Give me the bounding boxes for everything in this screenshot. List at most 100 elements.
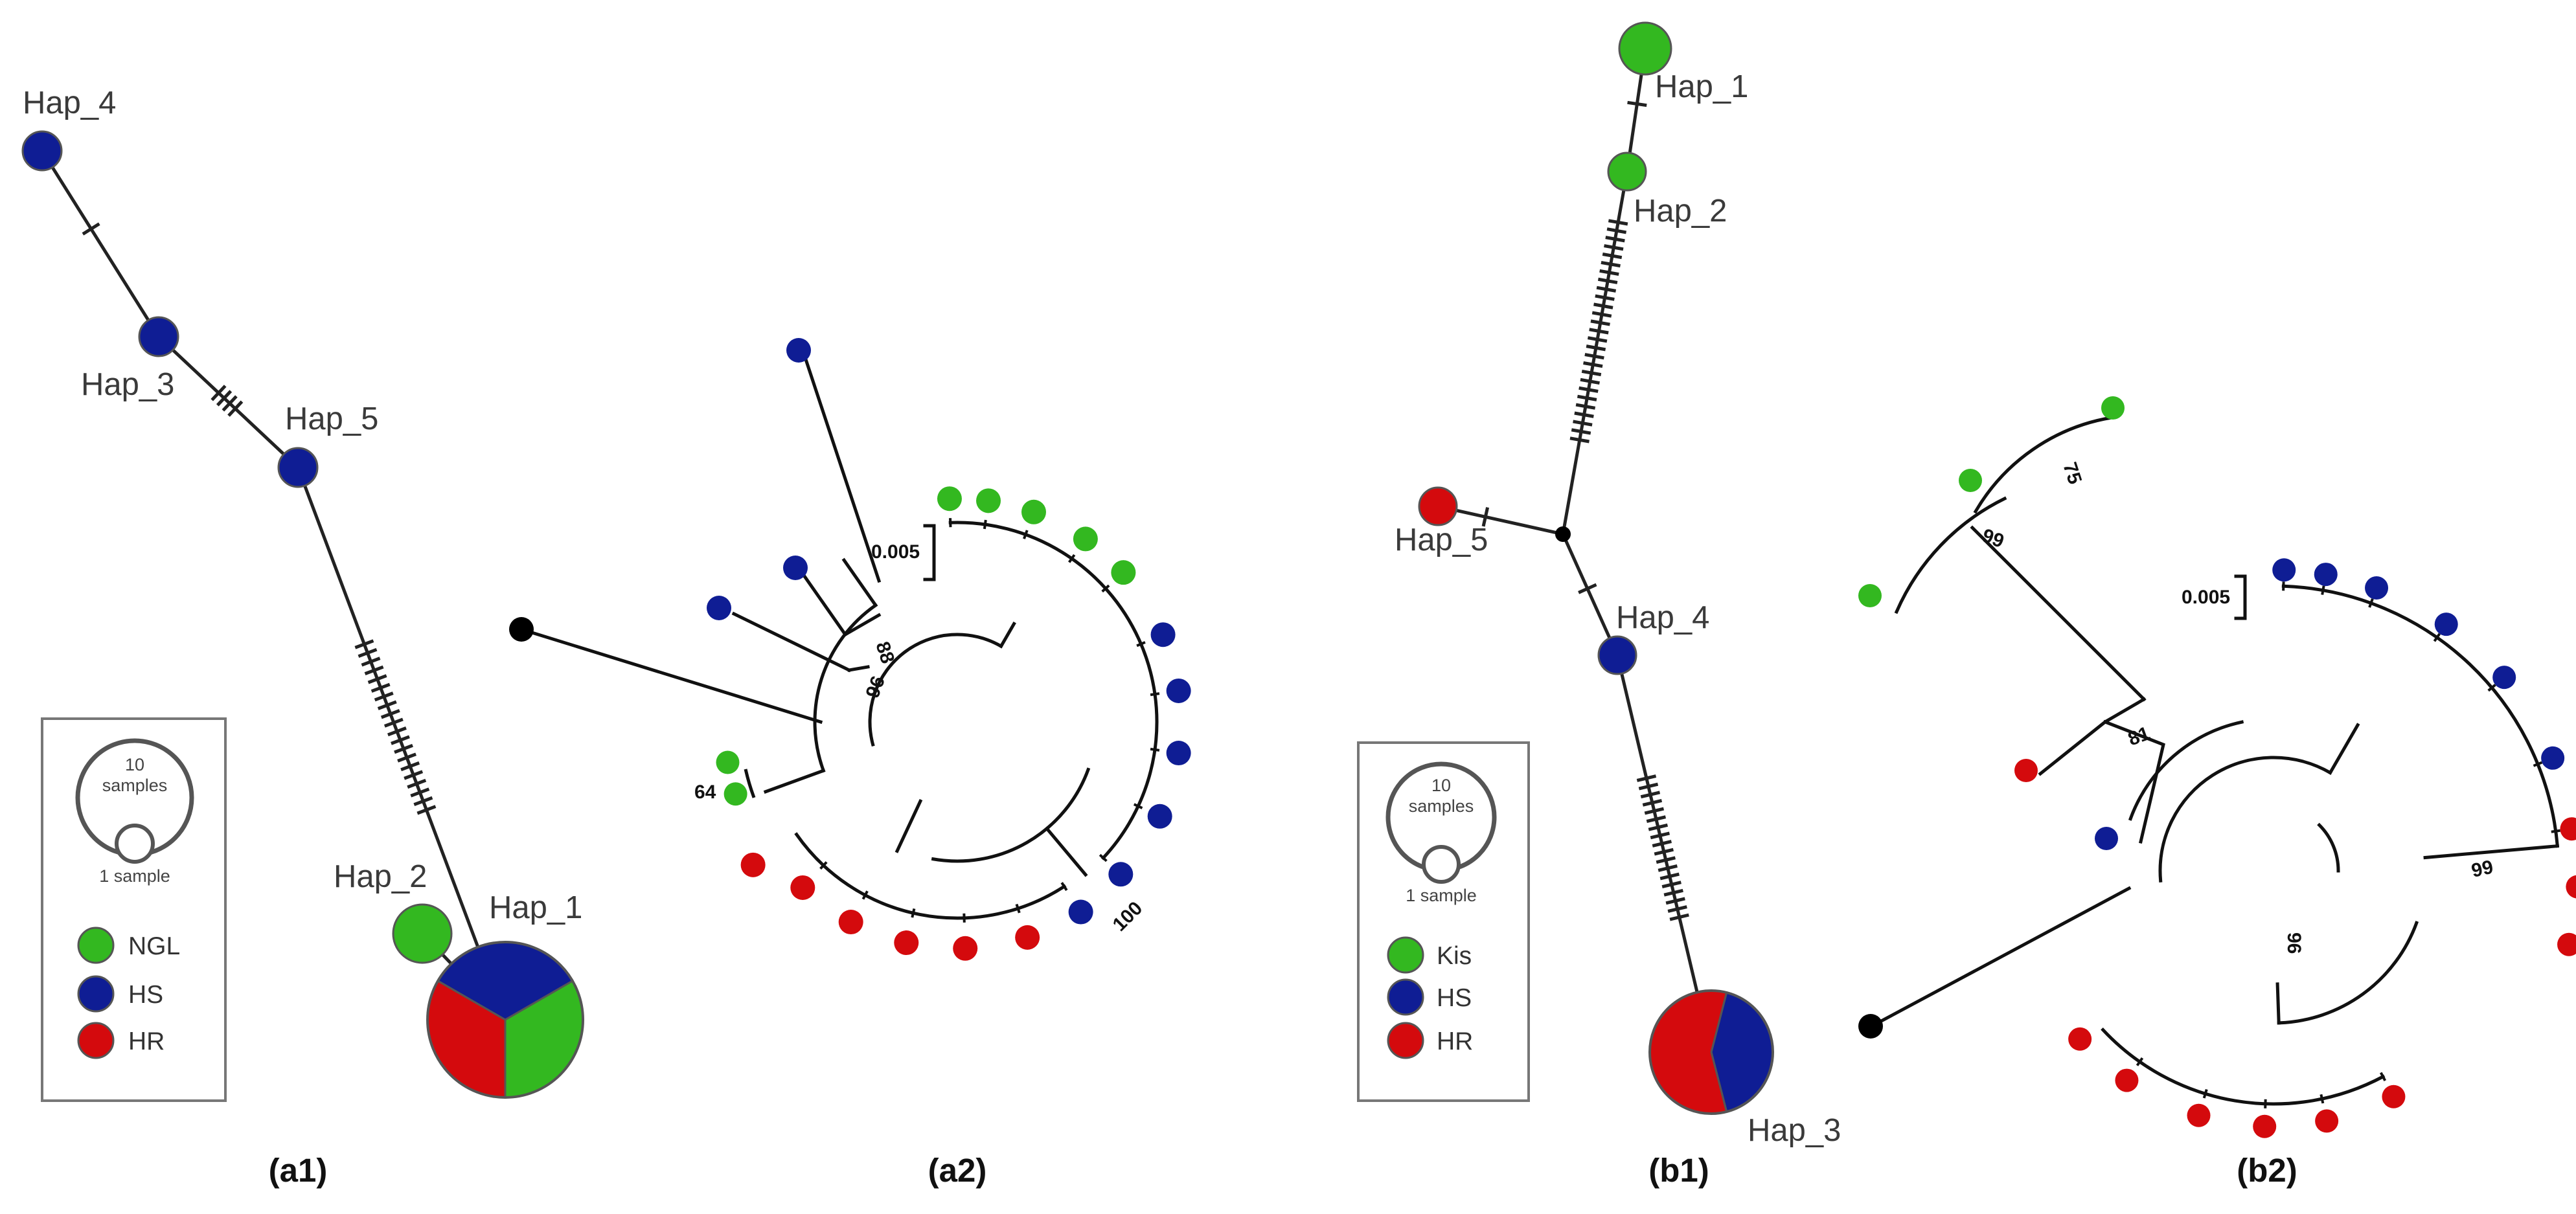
mutation-tick [1665,897,1685,905]
mutation-tick [211,385,227,401]
mutation-tick [1596,286,1617,293]
arc-tick [1060,882,1068,892]
tree-branch [895,799,923,853]
mutation-tick [1579,386,1599,393]
mutation-ticks-b1 [1481,100,1689,921]
tree-tip [1150,622,1176,647]
tree-tip [2315,1109,2339,1133]
tree-tip [1111,560,1136,585]
hap2-node [1607,152,1647,192]
size-10-label-2: samples [102,776,168,795]
mutation-tick [1586,344,1606,352]
legend-swatch-hr [1387,1022,1424,1059]
tree-branch [1873,886,2132,1027]
tree-branch [801,349,882,583]
mutation-tick [1575,403,1596,410]
tree-tip [1959,469,1982,492]
tree-branches-b2 [1873,416,2560,1108]
tree-tip [707,596,731,620]
mutation-tick [1663,888,1683,897]
mutation-tick [367,674,387,684]
hap4-label: Hap_4 [23,85,116,120]
arc-tick [861,890,869,900]
tree-tip [894,930,919,956]
tree-arc [794,832,1067,920]
tree-branch [797,567,848,637]
arc-tick [1101,584,1110,593]
tree-tip [786,338,811,363]
tree-arc [1894,496,2007,614]
arc-tick [2202,1088,2208,1099]
arc-tick [911,908,916,918]
tree-tip [2253,1114,2277,1138]
tree-tip [2115,1068,2139,1092]
edge-hap5-center [1437,504,1564,536]
mutation-tick [380,709,400,719]
mutation-tick [361,657,381,667]
mutation-tick [1481,507,1490,527]
arc-tick [1150,692,1160,697]
legend-swatch-ngl [77,927,115,964]
scale-bar-a2 [923,524,936,581]
mutation-tick [1580,377,1600,385]
mutation-tick [370,682,391,693]
edge-hap2-center [1561,171,1629,535]
network-b1: Hap_1 Hap_2 Hap_5 Hap_4 Hap_3 10 samples… [1357,21,1841,1189]
size-1-label: 1 sample [99,866,170,886]
mutation-tick [1627,100,1647,107]
tree-branch [2103,719,2165,844]
hap1-label: Hap_1 [489,890,582,925]
legend-label-hs: HS [128,981,163,1009]
tree-tip [2187,1103,2211,1127]
tree-tip [1147,804,1172,829]
arc-tick [2379,1072,2387,1081]
mutation-tick [1573,420,1593,427]
bootstrap-64: 64 [694,781,716,803]
tree-tip [2365,576,2389,600]
mutation-tick [410,787,430,798]
legend-box [41,717,227,1102]
mutation-tick [1591,311,1612,318]
mutation-tick [1605,236,1625,243]
legend-swatch-kis [1387,936,1424,974]
mutation-tick [1652,840,1672,848]
mutation-tick [1583,361,1603,368]
tree-tip [716,750,740,774]
scale-label-a2: 0.005 [871,541,920,563]
tree-tip [2557,932,2576,956]
mutation-tick [216,390,233,407]
mutation-tick [387,726,407,737]
mutation-tick [413,796,433,807]
panel-label-a1: (a1) [269,1152,328,1189]
tree-arc [948,521,1159,860]
legend-box [1357,741,1530,1102]
mutation-tick [1574,411,1594,418]
mutation-tick [1577,394,1597,401]
tree-tip [1166,678,1191,703]
mutation-tick [391,735,410,745]
outgroup-tip [1858,1014,1883,1039]
hap4-node [1597,635,1637,675]
tree-branch [763,769,826,794]
tree-tip [2541,746,2565,770]
mutation-tick [227,400,244,417]
mutation-tick [1578,583,1597,594]
hap1-pie-node [426,941,584,1099]
mutation-tick [377,700,397,710]
tree-tip [2560,817,2576,841]
tree-a2: 0.005 88 96 64 100 (a2) [509,338,1191,1189]
tree-arc [2158,756,2332,882]
tree-branch [999,622,1016,649]
arc-tick [2320,1094,2325,1104]
legend-label-hr: HR [128,1028,165,1055]
hap3-label: Hap_3 [1748,1113,1841,1148]
tree-tip [740,852,766,877]
tree-tip [2101,396,2125,420]
mutation-tick [404,770,424,780]
edge-hap5-hap1 [296,467,507,1020]
legend-label-hr: HR [1437,1028,1473,1055]
hap3-node [138,316,179,357]
hap5-label: Hap_5 [285,401,378,436]
size-10-label-1: 10 [1431,776,1451,795]
mutation-tick [1604,244,1624,251]
